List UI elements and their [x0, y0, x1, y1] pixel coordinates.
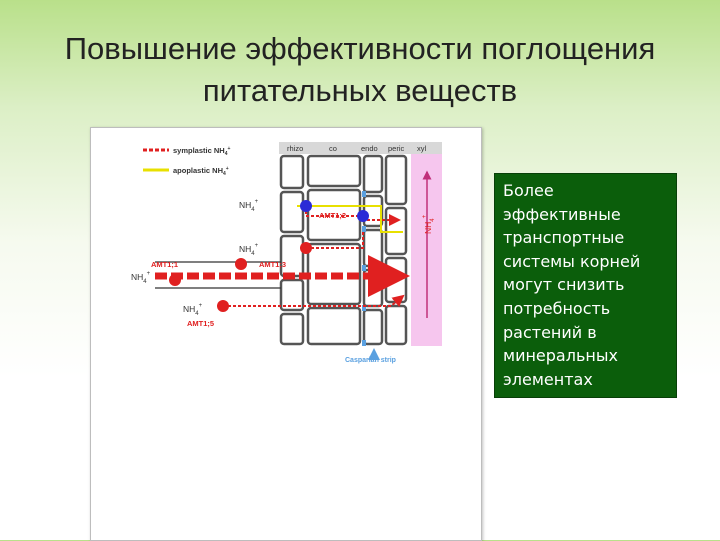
casparian-label: Casparian strip — [345, 357, 396, 364]
header-rhizo: rhizo — [287, 144, 303, 153]
nh4-label-amt15: NH4+ — [183, 303, 203, 317]
cell — [364, 156, 382, 192]
cell — [281, 314, 303, 344]
cell-grid — [281, 156, 406, 344]
nh4-label-amt11: NH4+ — [131, 271, 151, 285]
cell — [386, 156, 406, 204]
nh4-label-amt12: NH4+ — [239, 199, 259, 213]
slide-title: Повышение эффективности поглощения питат… — [20, 28, 700, 112]
header-xyl: xyl — [417, 144, 427, 153]
slide-title-line-2: питательных веществ — [20, 70, 700, 112]
header-endo: endo — [361, 144, 378, 153]
amt11-label: AMT1;1 — [151, 260, 178, 269]
legend: symplastic NH4+ apoplastic NH4+ — [143, 146, 230, 177]
casparian-strip-mark — [362, 340, 366, 346]
cell — [308, 308, 360, 344]
cell — [281, 192, 303, 232]
amt13-transporter — [300, 242, 312, 254]
cell — [281, 156, 303, 188]
tissue-header-band: rhizo co endo peric xyl — [279, 142, 442, 154]
amt13-label: AMT1;3 — [259, 260, 286, 269]
cell — [281, 236, 303, 276]
diagram-canvas: symplastic NH4+ apoplastic NH4+ rhizo co… — [91, 128, 481, 540]
legend-apoplastic-label: apoplastic NH4+ — [173, 166, 229, 177]
cell — [386, 306, 406, 344]
casparian-strip-mark — [362, 191, 366, 197]
amt11-transporter-hair — [169, 274, 181, 286]
nh4-label-amt13: NH4+ — [239, 243, 259, 257]
cell — [364, 310, 382, 344]
header-peric: peric — [388, 144, 405, 153]
cell — [386, 258, 406, 302]
callout-text: Более эффективные транспортные системы к… — [503, 179, 668, 391]
cell — [308, 156, 360, 186]
cell — [364, 196, 382, 226]
casparian-strip-mark — [362, 265, 366, 271]
cell — [364, 230, 382, 266]
root-uptake-diagram: symplastic NH4+ apoplastic NH4+ rhizo co… — [90, 127, 482, 541]
casparian-strip-mark — [362, 226, 366, 232]
slide-title-line-1: Повышение эффективности поглощения — [20, 28, 700, 70]
amt12-label: AMT1;2 — [319, 211, 346, 220]
callout-box: Более эффективные транспортные системы к… — [494, 173, 677, 398]
amt12-transporter-rhizo — [300, 200, 312, 212]
amt15-label: AMT1;5 — [187, 319, 214, 328]
amt15-transporter — [217, 300, 229, 312]
amt11-transporter — [235, 258, 247, 270]
header-co: co — [329, 144, 337, 153]
legend-symplastic-label: symplastic NH4+ — [173, 146, 230, 157]
amt12-transporter-endo — [357, 210, 369, 222]
